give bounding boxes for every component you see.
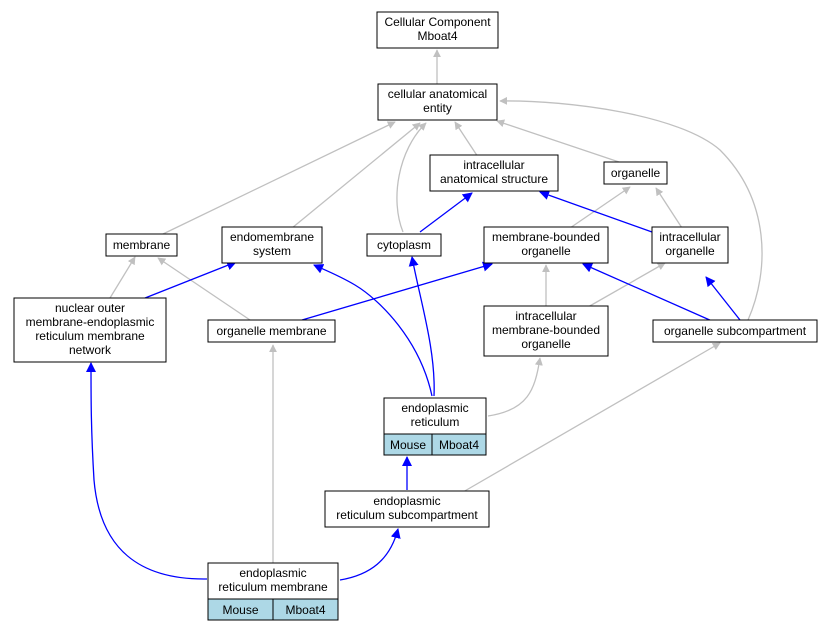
edge-mbo-to-org (569, 186, 631, 229)
node-label: endoplasmic (373, 494, 440, 508)
node-label: organelle (521, 244, 571, 258)
edge-orgm-part-of-mbo (301, 261, 493, 321)
edge-osub-to-cae (499, 96, 763, 321)
node-label: nuclear outer (55, 301, 125, 315)
node-intracellular-organelle[interactable]: intracellular organelle (651, 226, 729, 264)
node-endoplasmic-reticulum-subcompartment[interactable]: endoplasmic reticulum subcompartment (324, 490, 490, 528)
node-label: reticulum (411, 415, 460, 429)
node-label: intracellular (463, 158, 524, 172)
node-label: endoplasmic (401, 401, 468, 415)
node-label: membrane-bounded (492, 230, 600, 244)
species-tag-label: Mouse (390, 438, 426, 452)
node-label: membrane-endoplasmic (26, 315, 155, 329)
node-cellular-anatomical-entity[interactable]: cellular anatomical entity (377, 83, 498, 121)
node-label: anatomical structure (440, 172, 548, 186)
node-label: intracellular (659, 230, 720, 244)
node-label: organelle (665, 244, 715, 258)
gene-tag-label: Mboat4 (285, 603, 325, 617)
gene-tag (272, 598, 339, 621)
edge-osub-part-of-mbo (582, 263, 713, 322)
node-label: membrane (113, 238, 171, 252)
edge-ersub-to-osub (462, 342, 721, 493)
node-cellular-component-mboat4[interactable]: Cellular Component Mboat4 (376, 11, 499, 49)
node-intracellular-anatomical-structure[interactable]: intracellular anatomical structure (429, 154, 559, 192)
node-label: intracellular (515, 309, 576, 323)
node-endoplasmic-reticulum-membrane[interactable]: endoplasmic reticulum membrane Mouse Mbo… (207, 562, 339, 621)
edge-endo-to-cae (291, 122, 421, 229)
node-cytoplasm[interactable]: cytoplasm (366, 233, 442, 257)
edge-nuc-to-mem (109, 256, 136, 299)
edge-ias-to-cae (454, 121, 479, 158)
gene-tag (431, 433, 487, 456)
nodes: Cellular Component Mboat4 cellular anato… (13, 11, 818, 621)
node-label: Mboat4 (417, 29, 457, 43)
node-label: entity (423, 101, 452, 115)
edges (86, 49, 763, 581)
node-label: organelle subcompartment (664, 324, 807, 338)
edge-org-to-cae (496, 119, 623, 164)
edge-er-part-of-endo (313, 264, 433, 397)
node-label: organelle (521, 337, 571, 351)
species-tag-label: Mouse (222, 603, 258, 617)
edge-er-to-imbo (487, 357, 543, 417)
node-endomembrane-system[interactable]: endomembrane system (221, 226, 323, 264)
node-label: organelle membrane (216, 324, 326, 338)
node-label: endoplasmic (239, 566, 306, 580)
node-intracellular-membrane-bounded-organelle[interactable]: intracellular membrane-bounded organelle (483, 305, 609, 357)
gene-tag-label: Mboat4 (439, 438, 479, 452)
node-nuclear-outer-membrane-er-membrane-network[interactable]: nuclear outer membrane-endoplasmic retic… (13, 297, 167, 363)
node-label: cellular anatomical (388, 87, 487, 101)
node-label: membrane-bounded (492, 323, 600, 337)
node-membrane-bounded-organelle[interactable]: membrane-bounded organelle (483, 226, 609, 264)
edge-ico-part-of-ias (539, 190, 653, 233)
node-label: reticulum membrane (35, 329, 145, 343)
edge-imbo-to-ico (587, 262, 666, 308)
node-label: network (69, 343, 112, 357)
edge-ico-to-org (655, 187, 683, 229)
node-label: organelle (611, 166, 661, 180)
edge-erm-part-of-ersub (339, 528, 401, 581)
node-label: reticulum membrane (218, 580, 328, 594)
edge-orgm-to-mem (157, 257, 251, 321)
node-label: cytoplasm (377, 238, 431, 252)
node-membrane[interactable]: membrane (105, 233, 178, 257)
edge-osub-part-of-ico (705, 276, 741, 321)
edge-er-part-of-cyto (408, 256, 435, 397)
edge-cyto-to-cae (396, 122, 427, 233)
node-label: endomembrane (230, 230, 314, 244)
edge-erm-part-of-nuc (86, 362, 208, 580)
node-organelle[interactable]: organelle (603, 161, 668, 185)
node-organelle-subcompartment[interactable]: organelle subcompartment (652, 319, 818, 343)
edge-cyto-part-of-ias (419, 192, 473, 233)
edge-mem-to-cae (162, 121, 396, 235)
node-label: Cellular Component (384, 15, 491, 29)
node-organelle-membrane[interactable]: organelle membrane (207, 319, 336, 343)
node-label: reticulum subcompartment (336, 508, 478, 522)
node-label: system (253, 244, 291, 258)
edge-nuc-part-of-endo (139, 260, 237, 301)
node-endoplasmic-reticulum[interactable]: endoplasmic reticulum Mouse Mboat4 (383, 397, 487, 456)
